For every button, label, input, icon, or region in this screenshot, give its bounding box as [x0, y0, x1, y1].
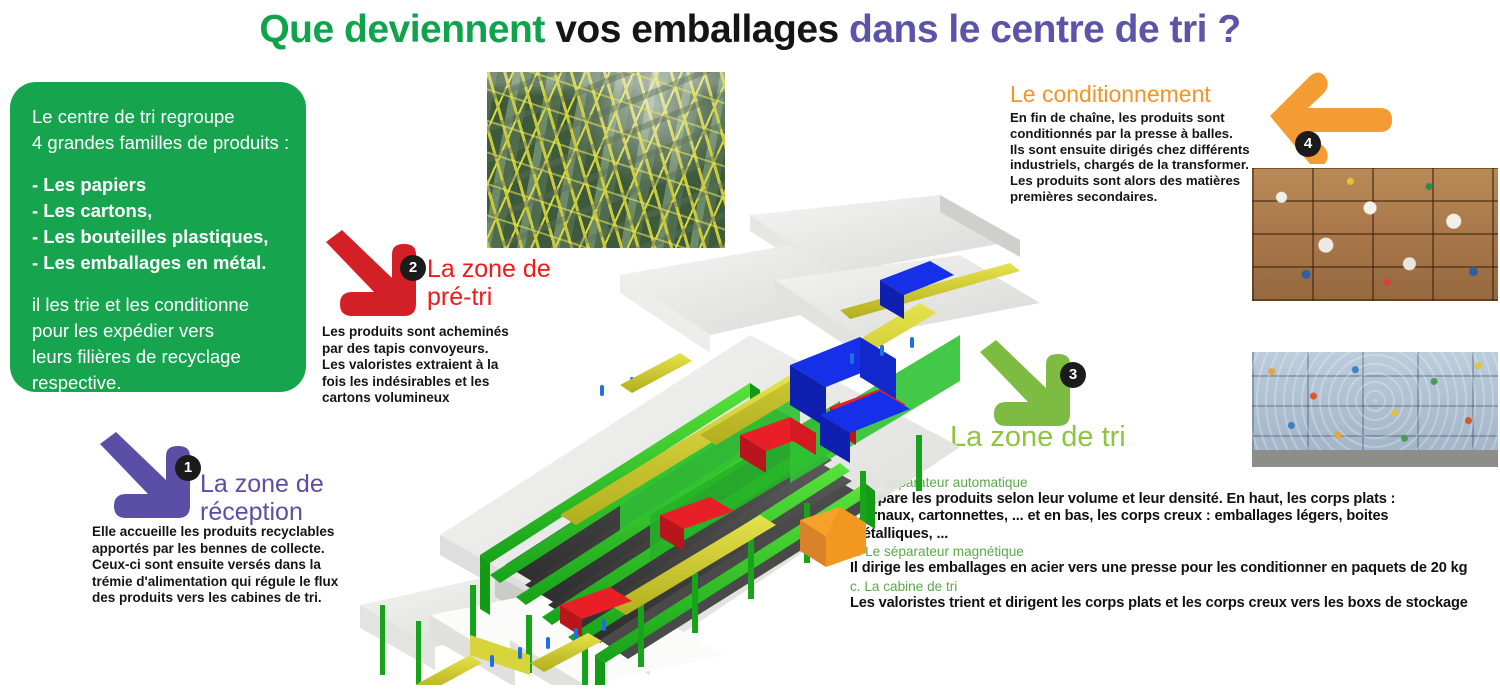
render-stairs [415, 353, 692, 685]
intro-closing-2: pour les expédier vers [32, 320, 215, 341]
zone-1-body-line-3: Ceux-ci sont ensuite versés dans la [92, 557, 321, 572]
intro-closing-3: leurs filières de recyclage [32, 346, 241, 367]
zone-4-arrow-icon [1270, 72, 1392, 164]
zone-3-title: La zone de tri [950, 421, 1126, 453]
detail-a-line-2: journaux, cartonnettes, ... et en bas, l… [850, 508, 1389, 525]
zone-2-body-line-2: par des tapis convoyeurs. [322, 340, 489, 356]
zone-1-title: La zone de réception [200, 470, 324, 526]
intro-closing-1: il les trie et les conditionne [32, 294, 249, 315]
sorting-center-3d-render [360, 195, 1040, 685]
detail-b-heading: b. Le séparateur magnétique [850, 544, 1024, 560]
zone-2-body-line-1: Les produits sont acheminés [322, 324, 509, 339]
intro-bullet-cartons: - Les cartons, [32, 200, 153, 221]
page-title: Que deviennent vos emballages dans le ce… [0, 8, 1500, 52]
title-part-black: vos emballages [555, 8, 850, 51]
zone-4-title: Le conditionnement [1010, 80, 1211, 108]
title-part-purple: dans le centre de tri ? [849, 8, 1241, 51]
title-part-green: Que deviennent [259, 8, 556, 51]
paper-cardboard-bales-photo [1252, 168, 1498, 301]
detail-c-heading: c. La cabine de tri [850, 578, 958, 594]
zone-4-body-line-6: premières secondaires. [1010, 188, 1158, 204]
detail-b-line-1: Il dirige les emballages en acier vers u… [850, 560, 1468, 577]
zone-2-body-line-3: Les valoristes extraient à la [322, 357, 499, 372]
intro-bullet-papiers: - Les papiers [32, 174, 147, 195]
zone-2-body-line-4: fois les indésirables et les [322, 373, 490, 389]
zone-1-title-line-2: réception [200, 498, 303, 526]
zone-2-title-line-2: pré-tri [427, 283, 493, 311]
zone-3-arrow-icon [980, 340, 1070, 426]
plastic-bottle-bales-photo [1252, 327, 1498, 467]
zone-2-badge: 2 [400, 255, 426, 281]
zone-4-body-line-5: Les produits sont alors des matières [1010, 173, 1241, 189]
zone-1-arrow-icon [100, 432, 190, 518]
zone-4-body-line-3: Ils sont ensuite dirigés chez différents [1010, 141, 1250, 157]
zone-2-body-line-5: cartons volumineux [322, 390, 450, 405]
intro-bullet-bouteilles: - Les bouteilles plastiques, [32, 226, 269, 247]
zone-4-badge: 4 [1295, 131, 1321, 157]
zone-1-body-line-1: Elle accueille les produits recyclables [92, 524, 335, 539]
intro-closing-4: respective. [32, 372, 122, 393]
intro-line-1: Le centre de tri regroupe [32, 106, 235, 127]
detail-c-line-1: Les valoristes trient et dirigent les co… [850, 594, 1468, 611]
zone-4-body: En fin de chaîne, les produits sont cond… [1010, 110, 1260, 205]
zone-4-title-line-1: Le conditionnement [1010, 81, 1211, 107]
zone-2-title-line-1: La zone de [427, 255, 551, 283]
zone-1-body-line-5: des produits vers les cabines de tri. [92, 590, 322, 605]
zone-1-body-line-4: trémie d'alimentation qui régule le flux [92, 573, 339, 589]
zone-3-badge: 3 [1060, 362, 1086, 388]
sorting-plant-interior-photo [487, 72, 725, 248]
zone-2-body: Les produits sont acheminés par des tapi… [322, 324, 567, 407]
zone-3-title-line-1: La zone de tri [950, 421, 1126, 453]
intro-bullet-metal: - Les emballages en métal. [32, 252, 267, 273]
intro-line-2: 4 grandes familles de produits : [32, 132, 290, 153]
zone-2-title: La zone de pré-tri [427, 255, 551, 311]
zone-4-body-line-4: industriels, chargés de la transformer. [1010, 157, 1249, 173]
intro-spacer-top [32, 156, 288, 172]
zone-1-badge: 1 [175, 455, 201, 481]
render-blue-machines [790, 261, 954, 463]
detail-a-line-3: métalliques, ... [850, 525, 949, 542]
detail-a-line-1: Il sépare les produits selon leur volume… [850, 491, 1396, 507]
sorting-details-list: a. Le séparateur automatique Il sépare l… [850, 474, 1498, 612]
zone-4-body-line-2: conditionnés par la presse à balles. [1010, 125, 1233, 141]
zone-1-title-line-1: La zone de [200, 470, 324, 498]
zone-1-body-line-2: apportés par les bennes de collecte. [92, 540, 325, 556]
intro-spacer-bottom [32, 276, 288, 292]
zone-2-arrow-icon [326, 230, 416, 316]
intro-panel: Le centre de tri regroupe 4 grandes fami… [10, 82, 306, 393]
render-orange-box-right [800, 507, 866, 567]
zone-1-body: Elle accueille les produits recyclables … [92, 524, 362, 607]
zone-4-body-line-1: En fin de chaîne, les produits sont [1010, 110, 1225, 125]
